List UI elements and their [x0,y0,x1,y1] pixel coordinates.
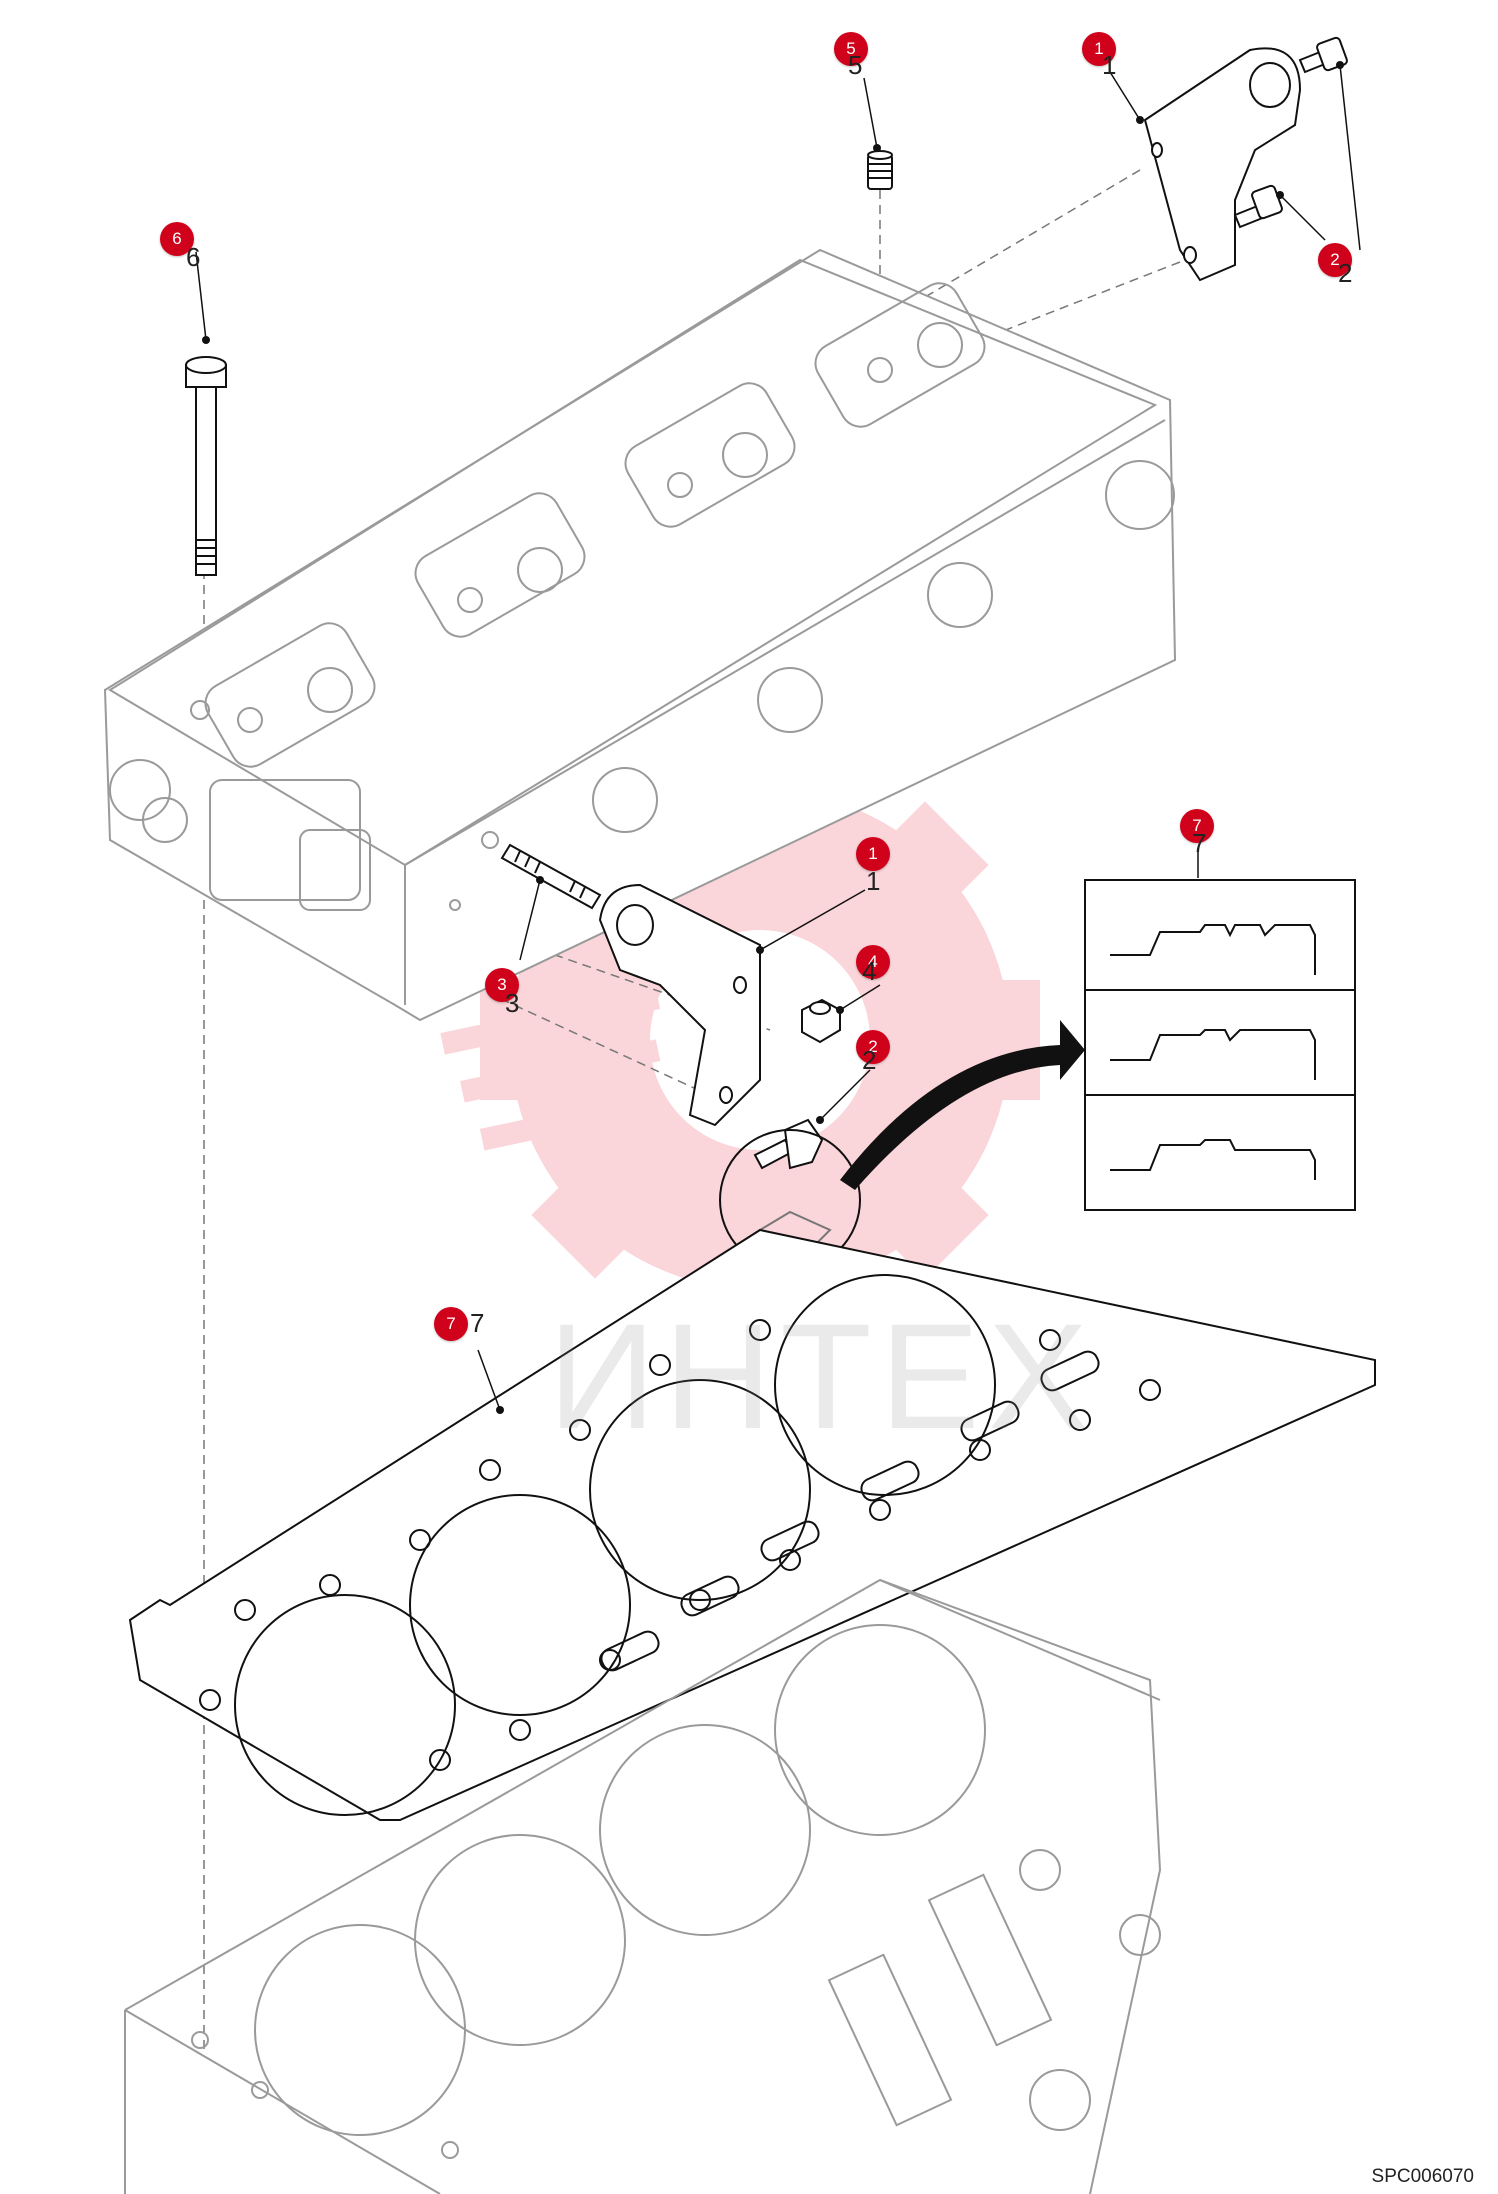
part-number-5: 5 [848,50,863,80]
lower-lifting-bracket [598,883,761,1127]
part-number-3: 3 [505,988,520,1018]
part-number-4: 4 [862,956,877,986]
callout-5: 5 [834,32,868,66]
upper-lifting-bracket [1143,47,1302,282]
callout-7-gasket: 7 [434,1307,468,1341]
gasket-detail-box [1084,879,1356,1211]
head-bolt [185,356,227,576]
part-number-7-detail: 7 [1192,828,1207,858]
callout-7-detail: 7 [1180,809,1214,843]
leader-lines [195,64,1361,1411]
figure-reference-code: SPC006070 [1371,2166,1474,2187]
callout-1-lower: 1 [856,837,890,871]
head-gasket [128,1228,1376,1821]
plug [867,150,893,190]
part-number-6: 6 [186,242,201,272]
cylinder-head [103,248,1177,1022]
callout-3: 3 [485,968,519,1002]
part-number-1-upper: 1 [1102,50,1117,80]
lower-bolt [753,1118,824,1170]
part-number-7-gasket: 7 [470,1308,485,1338]
watermark-gear-icon [440,760,1040,1320]
part-number-2-lower: 2 [862,1045,877,1075]
callout-2-lower: 2 [856,1030,890,1064]
callout-4: 4 [856,945,890,979]
leader-dots [202,61,1344,1414]
callout-6: 6 [160,222,194,256]
callout-2-upper: 2 [1318,243,1352,277]
callout-1-upper: 1 [1082,32,1116,66]
detail-arrow [840,1020,1085,1190]
nut [801,998,841,1044]
part-number-1-lower: 1 [866,866,881,896]
cylinder-block [124,1578,1162,2194]
stud [500,843,602,910]
part-number-2-upper: 2 [1338,258,1353,288]
